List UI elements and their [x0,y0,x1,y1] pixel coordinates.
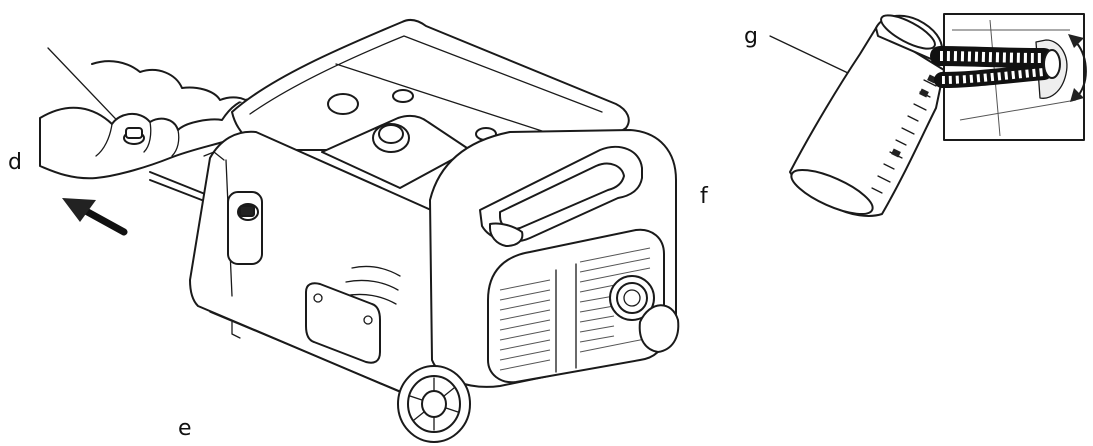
measure-scale [871,74,937,194]
generator-icon [189,18,680,443]
callout-label-e: e [178,416,192,441]
rotate-arrow-icon [1068,34,1087,102]
hose-icon [930,46,1061,88]
hand-icon [39,47,263,215]
callout-label-f: f [700,184,708,209]
pull-arrow-icon [62,198,128,236]
wheel-icon [397,365,471,443]
callout-label-d: d [8,150,22,175]
callout-label-g: g [744,24,758,49]
container-icon [769,13,1085,217]
